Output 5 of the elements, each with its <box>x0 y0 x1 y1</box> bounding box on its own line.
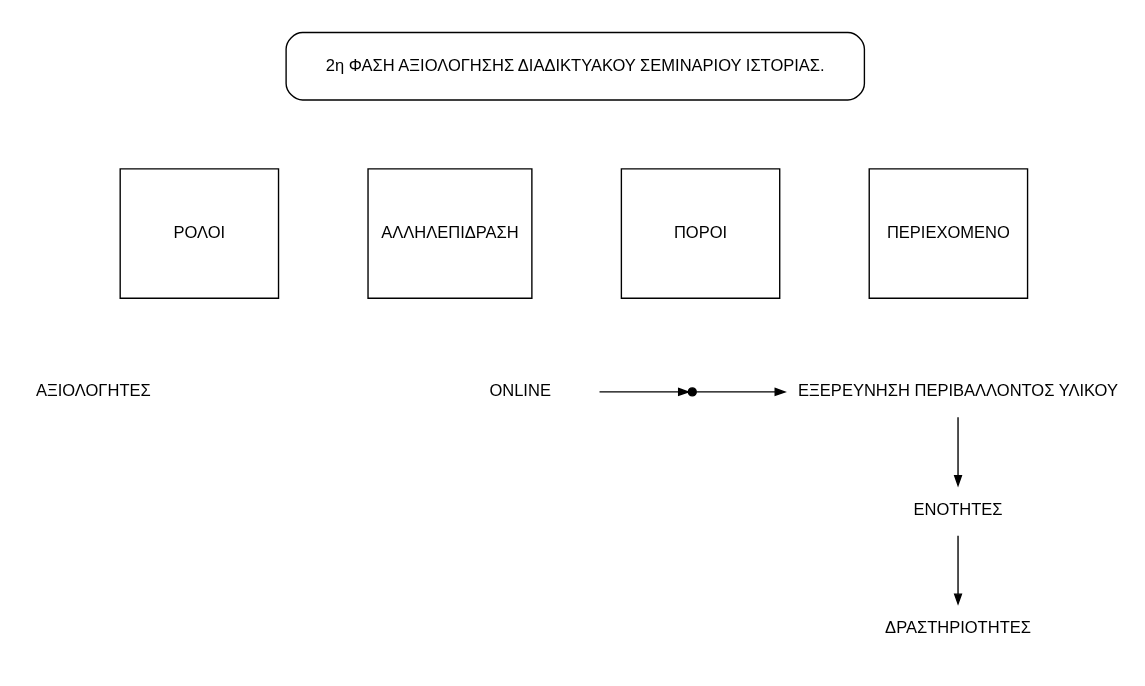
node-text: ΔΡΑΣΤΗΡΙΟΤΗΤΕΣ <box>885 617 1031 637</box>
node-text: ΕΝΟΤΗΤΕΣ <box>913 499 1003 519</box>
node-text: ONLINE <box>489 381 551 401</box>
node-text: ΕΞΕΡΕΥΝΗΣΗ ΠΕΡΙΒΑΛΛΟΝΤΟΣ ΥΛΙΚΟΥ <box>798 381 1118 401</box>
node-text: ΑΞΙΟΛΟΓΗΤΕΣ <box>35 381 151 401</box>
